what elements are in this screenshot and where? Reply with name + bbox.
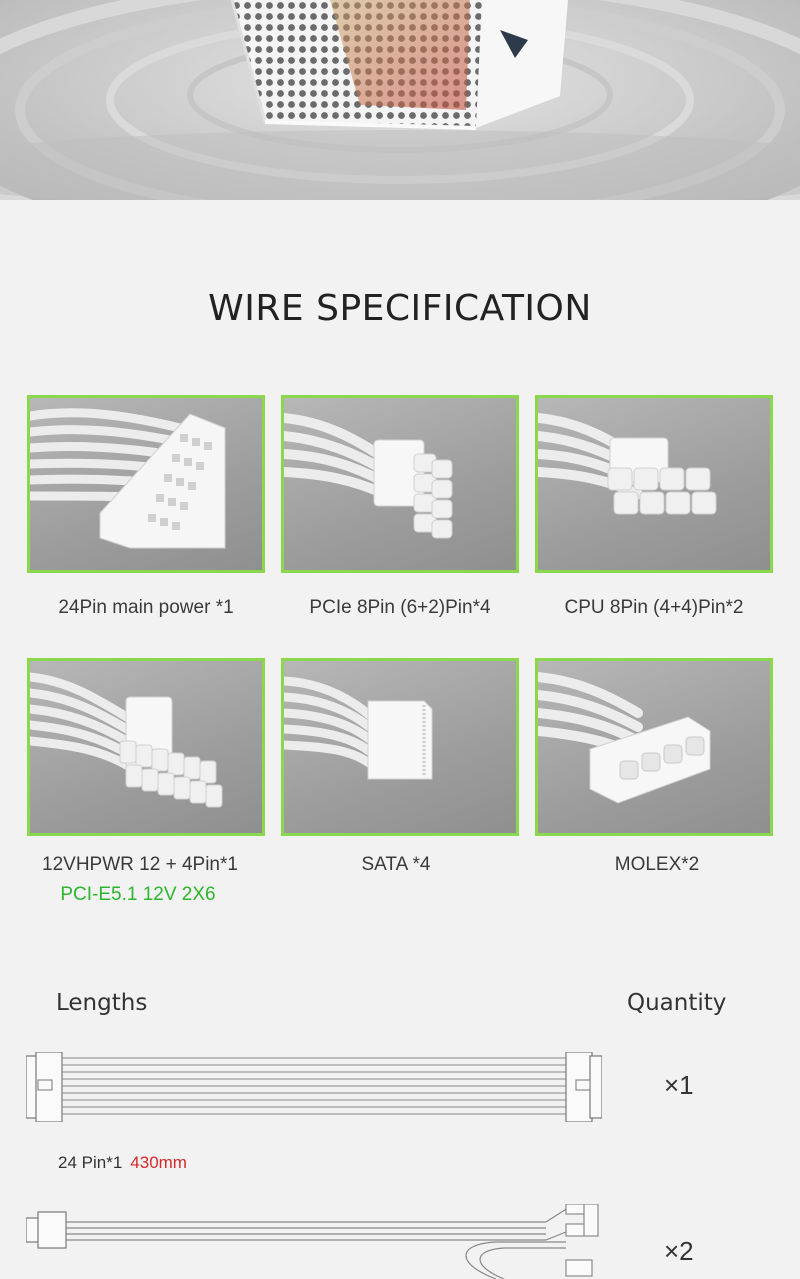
connector-subtitle-12vhpwr: PCI-E5.1 12V 2X6 (60, 884, 216, 905)
12vhpwr-connector-illustration (30, 672, 223, 808)
connector-label-12vhpwr: 12VHPWR 12 + 4Pin*1 (42, 854, 238, 875)
connector-image-cpu-8pin (535, 395, 773, 573)
connector-label-pcie-8pin: PCIe 8Pin (6+2)Pin*4 (309, 597, 491, 618)
cable-name-24pin: 24 Pin*1 (58, 1153, 123, 1172)
cable-length-24pin: 430mm (130, 1153, 187, 1172)
connector-image-24pin (27, 395, 265, 573)
connector-image-12vhpwr (27, 658, 265, 836)
psu-photo (0, 0, 800, 200)
connector-label-sata: SATA *4 (361, 854, 431, 875)
product-hero-image (0, 0, 800, 200)
cpu-connector-illustration (538, 413, 717, 515)
pcie-connector-illustration (284, 413, 453, 539)
sata-connector-illustration (284, 676, 433, 780)
quantity-header: Quantity (627, 990, 727, 1016)
quantity-second-cable: ×2 (664, 1236, 694, 1266)
connector-label-cpu-8pin: CPU 8Pin (4+4)Pin*2 (564, 597, 744, 618)
connector-label-molex: MOLEX*2 (614, 854, 700, 875)
connector-image-pcie-8pin (281, 395, 519, 573)
connector-image-molex (535, 658, 773, 836)
section-title: WIRE SPECIFICATION (208, 288, 592, 329)
connector-image-sata (281, 658, 519, 836)
24pin-connector-illustration (30, 408, 226, 549)
quantity-24pin: ×1 (664, 1070, 694, 1100)
cable-label-24pin: 24 Pin*1 430mm (58, 1153, 187, 1173)
molex-connector-illustration (538, 672, 711, 804)
lengths-header: Lengths (56, 990, 148, 1016)
24pin-cable-diagram (26, 1052, 602, 1122)
connector-label-24pin: 24Pin main power *1 (58, 597, 234, 618)
pcie-cable-diagram (26, 1204, 599, 1279)
